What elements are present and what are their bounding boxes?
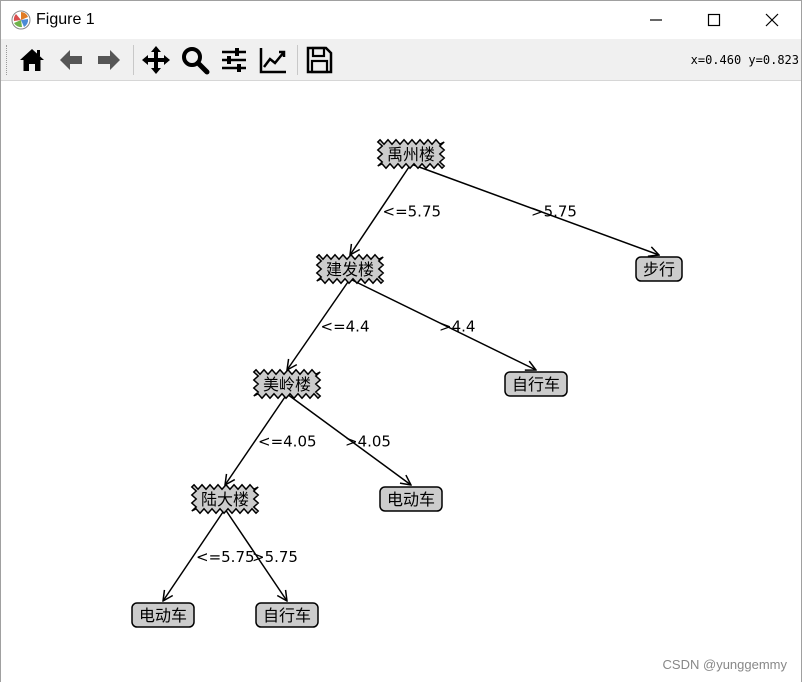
decision-box <box>376 138 446 170</box>
leaf-node: 自行车 <box>255 602 319 628</box>
edge-label: >4.05 <box>345 433 391 451</box>
leaf-node: 步行 <box>635 256 683 282</box>
toolbar-separator <box>297 45 298 75</box>
leaf-box <box>255 602 319 628</box>
node-label: 电动车 <box>387 490 435 509</box>
arrow-right-icon <box>98 50 120 70</box>
arrow-left-icon <box>60 50 82 70</box>
decision-node: 禹州楼 <box>376 138 446 170</box>
leaf-box <box>635 256 683 282</box>
maximize-icon <box>707 13 721 27</box>
line-chart-icon <box>259 48 286 74</box>
save-button[interactable] <box>302 43 336 77</box>
edge-label: <=4.4 <box>321 318 370 336</box>
decision-tree-diagram: <=5.75>5.75<=4.4>4.4<=4.05>4.05<=5.75>5.… <box>131 138 683 628</box>
node-label: 禹州楼 <box>387 145 435 164</box>
cursor-coordinates: x=0.460 y=0.823 <box>690 53 799 67</box>
matplotlib-logo-icon <box>11 10 31 30</box>
edge-label: >4.4 <box>439 318 475 336</box>
decision-box <box>252 368 322 400</box>
toolbar-grip <box>6 45 9 75</box>
close-button[interactable] <box>743 1 801 39</box>
zoom-button[interactable] <box>178 43 212 77</box>
leaf-node: 自行车 <box>504 371 568 397</box>
tree-edge <box>224 508 287 601</box>
leaf-box <box>379 486 443 512</box>
move-icon <box>142 46 170 74</box>
toolbar-separator <box>133 45 134 75</box>
edge-label: <=5.75 <box>196 548 255 566</box>
minimize-icon <box>650 19 662 21</box>
axes-button[interactable] <box>256 43 290 77</box>
node-label: 陆大楼 <box>201 490 249 509</box>
decision-box <box>190 483 260 515</box>
floppy-disk-icon <box>306 46 333 74</box>
edge-label: <=4.05 <box>258 433 317 451</box>
tree-edge <box>410 163 659 255</box>
leaf-box <box>504 371 568 397</box>
leaf-box <box>131 602 195 628</box>
node-label: 电动车 <box>139 606 187 625</box>
node-label: 步行 <box>643 260 675 279</box>
leaf-node: 电动车 <box>131 602 195 628</box>
close-icon <box>765 13 779 27</box>
node-label: 自行车 <box>512 375 560 394</box>
node-label: 自行车 <box>263 606 311 625</box>
decision-node: 建发楼 <box>315 253 385 285</box>
tree-edge <box>225 393 288 485</box>
back-button[interactable] <box>54 43 88 77</box>
edge-label: >5.75 <box>252 548 298 566</box>
tree-edge <box>287 278 351 370</box>
navigation-toolbar: x=0.460 y=0.823 <box>1 39 801 81</box>
home-button[interactable] <box>15 43 49 77</box>
decision-node: 美岭楼 <box>252 368 322 400</box>
pan-button[interactable] <box>139 43 173 77</box>
tree-edge <box>350 163 412 255</box>
home-icon <box>20 49 44 71</box>
leaf-node: 电动车 <box>379 486 443 512</box>
tree-edge <box>163 508 226 601</box>
minimize-button[interactable] <box>627 1 685 39</box>
maximize-button[interactable] <box>685 1 743 39</box>
magnifier-icon <box>182 47 210 75</box>
node-label: 建发楼 <box>326 260 374 279</box>
title-bar: Figure 1 <box>1 1 801 39</box>
subplots-button[interactable] <box>217 43 251 77</box>
decision-node: 陆大楼 <box>190 483 260 515</box>
sliders-icon <box>222 48 246 72</box>
edge-label: >5.75 <box>531 203 577 221</box>
tree-edge <box>349 278 536 370</box>
edge-label: <=5.75 <box>383 203 442 221</box>
window-title: Figure 1 <box>36 11 95 28</box>
tree-edge <box>286 393 411 485</box>
node-label: 美岭楼 <box>263 375 311 394</box>
forward-button[interactable] <box>92 43 126 77</box>
decision-box <box>315 253 385 285</box>
figure-canvas[interactable]: <=5.75>5.75<=4.4>4.4<=4.05>4.05<=5.75>5.… <box>1 82 801 682</box>
watermark-text: CSDN @yunggemmy <box>662 657 787 672</box>
